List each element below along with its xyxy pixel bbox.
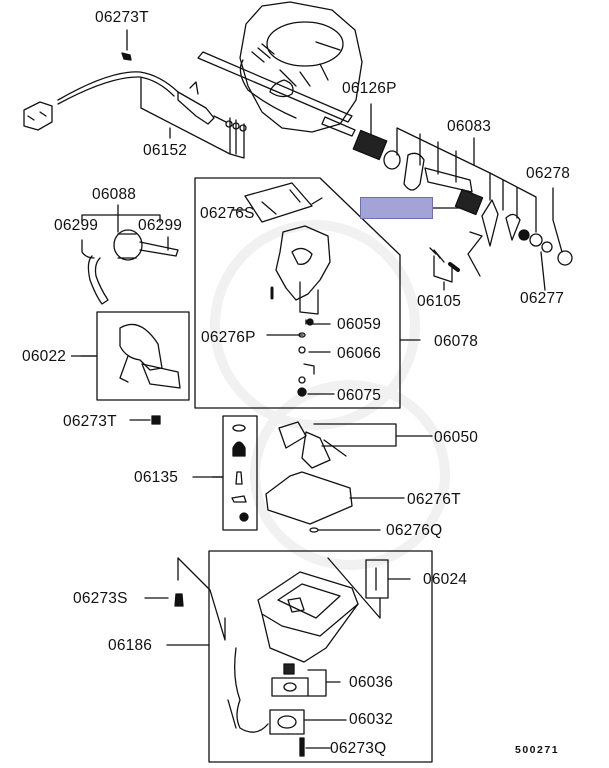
callout-06066[interactable]: 06066 (337, 345, 382, 362)
box-06078 (194, 177, 401, 409)
callout-06276Q[interactable]: 06276Q (386, 522, 443, 539)
callout-06078[interactable]: 06078 (434, 333, 479, 350)
diagram-reference-number: 500271 (515, 744, 560, 756)
sensor-harness-illustration (23, 71, 247, 132)
callout-06276S[interactable]: 06276S (200, 205, 255, 222)
spring-06126P (352, 129, 388, 161)
callout-06276P[interactable]: 06276P (201, 329, 256, 346)
callout-06022[interactable]: 06022 (22, 348, 67, 365)
box-06024 (365, 559, 389, 599)
spring-highlighted (454, 188, 484, 216)
callout-06126P[interactable]: 06126P (342, 80, 397, 97)
callout-06273Q[interactable]: 06273Q (330, 740, 387, 757)
callout-06273T-middle[interactable]: 06273T (63, 413, 117, 430)
callout-06059[interactable]: 06059 (337, 316, 382, 333)
callout-06083[interactable]: 06083 (447, 118, 492, 135)
float-chamber-illustration (257, 571, 359, 637)
screw-06273T-middle (151, 415, 161, 425)
callout-06050[interactable]: 06050 (434, 429, 479, 446)
callout-06299-right[interactable]: 06299 (138, 217, 183, 234)
callout-06152[interactable]: 06152 (143, 142, 188, 159)
callout-06135[interactable]: 06135 (134, 469, 179, 486)
nut-06278 (557, 250, 573, 266)
callout-06299-left[interactable]: 06299 (54, 217, 99, 234)
callout-06273T-top[interactable]: 06273T (95, 9, 149, 26)
callout-06036[interactable]: 06036 (349, 674, 394, 691)
screw-06273T-top (121, 52, 132, 61)
callout-06276T[interactable]: 06276T (407, 491, 461, 508)
callout-06088[interactable]: 06088 (92, 186, 137, 203)
callout-06105[interactable]: 06105 (417, 293, 462, 310)
bracket-illustration (275, 225, 331, 301)
gasket-06276T (265, 471, 353, 525)
actuator-06022 (119, 323, 163, 371)
callout-06273S[interactable]: 06273S (73, 590, 128, 607)
watermark-ring (250, 380, 450, 570)
callout-06277[interactable]: 06277 (520, 290, 565, 307)
lever-illustration (403, 152, 425, 191)
callout-06186[interactable]: 06186 (108, 637, 153, 654)
filter-06088 (113, 229, 143, 261)
throttle-shaft (197, 51, 353, 123)
callout-06075[interactable]: 06075 (337, 387, 382, 404)
callout-06278[interactable]: 06278 (526, 165, 571, 182)
callout-06032[interactable]: 06032 (349, 711, 394, 728)
box-06186 (208, 550, 433, 763)
box-06135 (222, 415, 258, 531)
callout-06024[interactable]: 06024 (423, 571, 468, 588)
highlighted-part-callout[interactable] (360, 197, 433, 219)
